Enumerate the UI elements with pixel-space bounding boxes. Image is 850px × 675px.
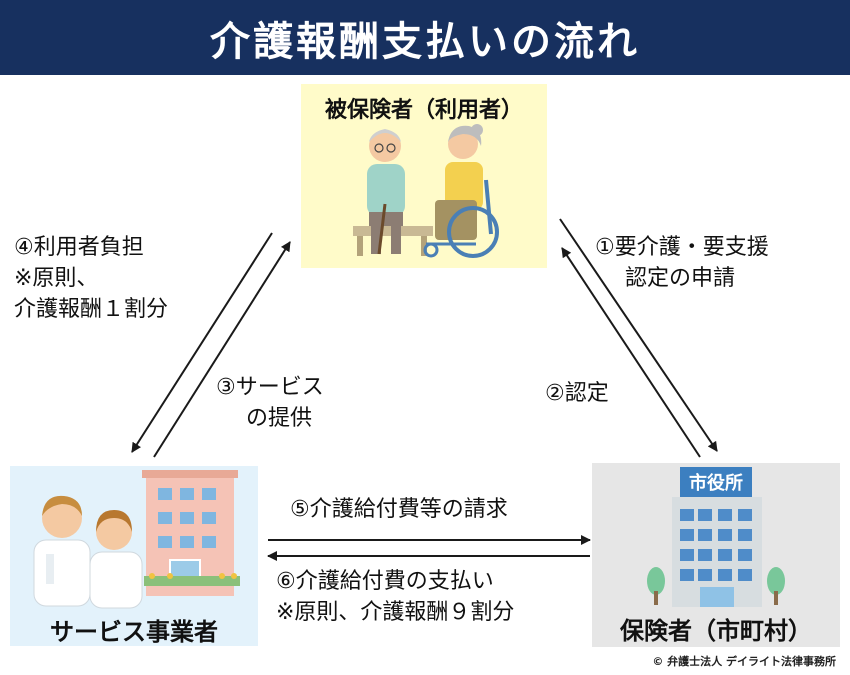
step6-line1: ⑥介護給付費の支払い <box>276 569 494 594</box>
step4-line3: 介護報酬１割分 <box>14 297 169 322</box>
care-staff-illustration <box>33 470 240 609</box>
insurer-label: 保険者（市町村） <box>620 617 812 645</box>
copyright-notice: © 弁護士法人 デイライト法律事務所 <box>652 655 836 668</box>
insurer-box: 市役所 保険者（市町村） <box>592 463 840 647</box>
step1-label: ①要介護・要支援 認定の申請 <box>595 232 769 294</box>
step4-line2: ※原則、 <box>14 266 99 291</box>
page-title: 介護報酬支払いの流れ <box>210 18 640 65</box>
arrow-step2 <box>561 247 701 458</box>
provider-box: サービス事業者 <box>10 466 258 646</box>
step1-line1: ①要介護・要支援 <box>595 235 769 260</box>
step5-label: ⑤介護給付費等の請求 <box>290 497 508 522</box>
step3-line2: の提供 <box>246 406 313 431</box>
provider-label: サービス事業者 <box>50 618 218 646</box>
step4-label: ④利用者負担 ※原則、 介護報酬１割分 <box>14 232 168 325</box>
insured-label: 被保険者（利用者） <box>324 98 523 123</box>
step1-line2: 認定の申請 <box>625 266 736 291</box>
city-hall-sign: 市役所 <box>689 472 743 494</box>
arrow-step1 <box>559 218 718 452</box>
step4-line1: ④利用者負担 <box>14 235 144 260</box>
title-bar: 介護報酬支払いの流れ <box>0 0 850 75</box>
step6-line2: ※原則、介護報酬９割分 <box>276 600 515 625</box>
step3-label: ③サービス の提供 <box>216 372 324 434</box>
step6-label: ⑥介護給付費の支払い ※原則、介護報酬９割分 <box>276 566 514 628</box>
arrow-step3 <box>153 241 291 458</box>
arrow-step4 <box>131 232 273 453</box>
city-hall-illustration: 市役所 <box>647 467 785 607</box>
insured-box: 被保険者（利用者） <box>301 84 547 268</box>
elderly-couple-illustration <box>353 124 499 258</box>
step2-label: ②認定 <box>545 381 609 406</box>
step3-line1: ③サービス <box>216 375 324 400</box>
